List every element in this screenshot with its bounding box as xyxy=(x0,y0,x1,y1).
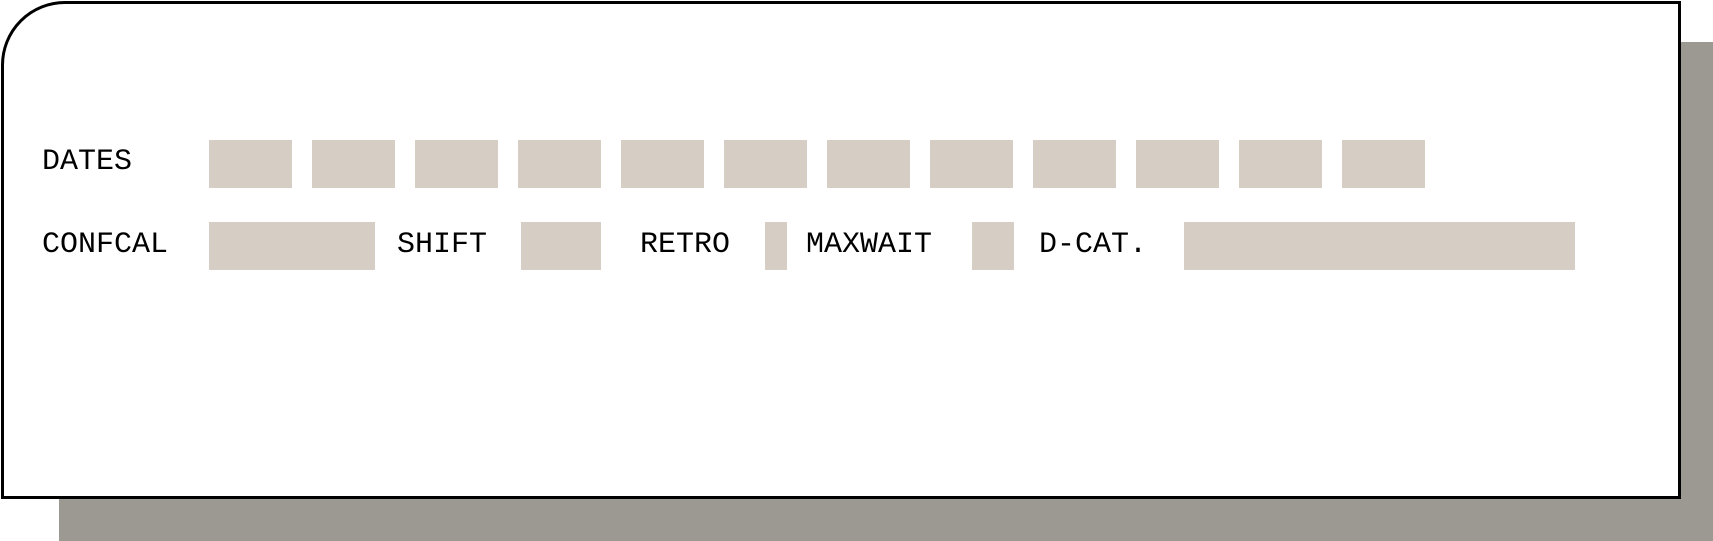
dates-field-1[interactable] xyxy=(209,140,292,188)
dates-field-12[interactable] xyxy=(1342,140,1425,188)
dates-field-11[interactable] xyxy=(1239,140,1322,188)
dcat-label: D-CAT. xyxy=(1039,228,1148,262)
retro-label: RETRO xyxy=(640,228,731,262)
confcal-field[interactable] xyxy=(209,222,375,270)
shift-field[interactable] xyxy=(521,222,601,270)
dates-field-4[interactable] xyxy=(518,140,601,188)
dcat-field[interactable] xyxy=(1184,222,1575,270)
dates-field-10[interactable] xyxy=(1136,140,1219,188)
dates-field-7[interactable] xyxy=(827,140,910,188)
dates-field-2[interactable] xyxy=(312,140,395,188)
dates-field-5[interactable] xyxy=(621,140,704,188)
maxwait-label: MAXWAIT xyxy=(806,228,933,262)
dates-field-8[interactable] xyxy=(930,140,1013,188)
dates-field-9[interactable] xyxy=(1033,140,1116,188)
confcal-label: CONFCAL xyxy=(42,228,169,262)
dates-label: DATES xyxy=(42,145,133,179)
dates-field-6[interactable] xyxy=(724,140,807,188)
shift-label: SHIFT xyxy=(397,228,488,262)
maxwait-field[interactable] xyxy=(972,222,1014,270)
retro-field[interactable] xyxy=(765,222,787,270)
form-panel: DATES CONFCAL SHIFT RETRO MAXWAIT D-CAT. xyxy=(1,1,1681,499)
dates-field-3[interactable] xyxy=(415,140,498,188)
